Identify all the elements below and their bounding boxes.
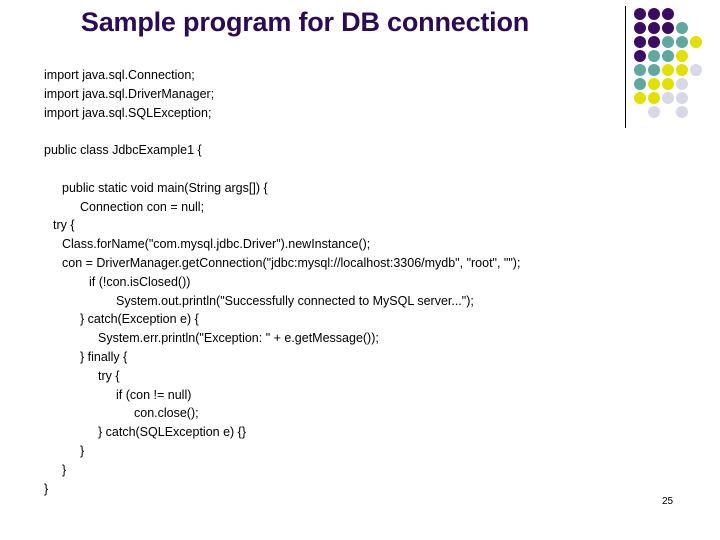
- dot-teal: [676, 22, 688, 34]
- dot-purple: [648, 36, 660, 48]
- code-line: try {: [98, 368, 120, 383]
- dot-purple: [634, 50, 646, 62]
- dot-yellow: [690, 36, 702, 48]
- dot-purple: [648, 8, 660, 20]
- code-line: } catch(Exception e) {: [80, 312, 199, 327]
- dot-yellow: [648, 78, 660, 90]
- code-line: System.out.println("Successfully connect…: [116, 293, 474, 308]
- dot-teal: [634, 64, 646, 76]
- code-line: }: [44, 481, 49, 496]
- dot-lightgray: [676, 78, 688, 90]
- dot-purple: [634, 8, 646, 20]
- code-line: import java.sql.DriverManager;: [44, 86, 215, 101]
- code-line-blank: [0, 122, 720, 141]
- dot-teal: [662, 36, 674, 48]
- dot-yellow: [662, 64, 674, 76]
- page-title: Sample program for DB connection: [80, 7, 530, 37]
- code-line: Class.forName("com.mysql.jdbc.Driver").n…: [62, 237, 371, 252]
- dot-lightgray: [690, 64, 702, 76]
- code-sample: import java.sql.Connection; import java.s…: [0, 66, 720, 498]
- dot-yellow: [634, 92, 646, 104]
- dot-yellow: [662, 78, 674, 90]
- dot-purple: [648, 22, 660, 34]
- dot-lightgray: [648, 106, 660, 118]
- dot-teal: [648, 64, 660, 76]
- code-line: } catch(SQLException e) {}: [98, 425, 247, 440]
- dot-lightgray: [676, 92, 688, 104]
- dot-yellow: [676, 64, 688, 76]
- dot-purple: [634, 22, 646, 34]
- decorative-dot-grid: [634, 8, 714, 123]
- dot-lightgray: [662, 92, 674, 104]
- dot-teal: [648, 50, 660, 62]
- dot-teal: [662, 50, 674, 62]
- code-line-blank: [0, 160, 720, 179]
- code-line: public static void main(String args[]) {: [62, 180, 268, 195]
- code-line: } finally {: [80, 349, 128, 364]
- code-line: try {: [53, 218, 75, 233]
- dot-yellow: [648, 92, 660, 104]
- dot-yellow: [676, 50, 688, 62]
- code-line: System.err.println("Exception: " + e.get…: [98, 331, 379, 346]
- decorative-divider: [625, 6, 626, 128]
- slide-number: 25: [662, 496, 674, 507]
- dot-purple: [662, 22, 674, 34]
- code-line: public class JdbcExample1 {: [44, 143, 202, 158]
- code-line: if (!con.isClosed()): [89, 274, 191, 289]
- code-line: Connection con = null;: [80, 199, 205, 214]
- dot-purple: [634, 36, 646, 48]
- code-line: con.close();: [134, 406, 199, 421]
- code-line: con = DriverManager.getConnection("jdbc:…: [62, 255, 521, 270]
- dot-lightgray: [676, 106, 688, 118]
- code-line: }: [62, 462, 67, 477]
- dot-purple: [662, 8, 674, 20]
- code-line: if (con != null): [116, 387, 192, 402]
- code-line: import java.sql.Connection;: [44, 68, 195, 82]
- code-line: import java.sql.SQLException;: [44, 105, 212, 120]
- code-line: }: [80, 443, 85, 458]
- dot-teal: [676, 36, 688, 48]
- dot-teal: [634, 78, 646, 90]
